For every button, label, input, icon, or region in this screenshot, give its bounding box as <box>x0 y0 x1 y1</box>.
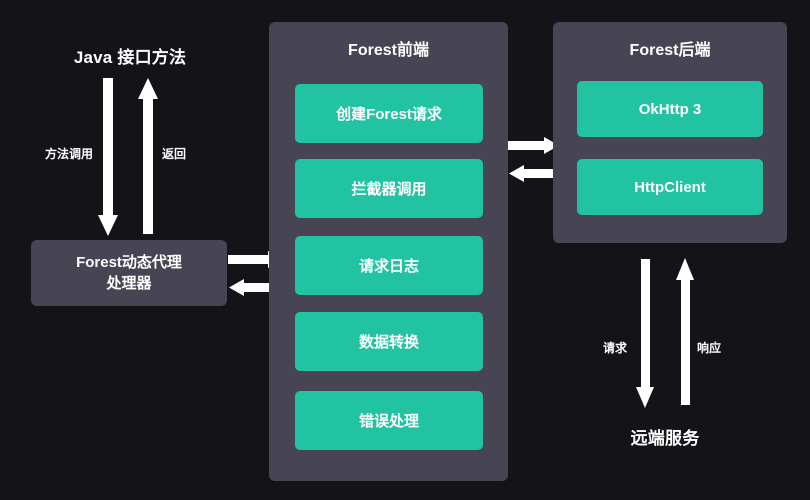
proxy-handler-line2: 处理器 <box>106 275 152 292</box>
node-remote-service: 远端服务 <box>630 429 700 448</box>
edge-label-request: 请求 <box>603 341 628 355</box>
edge-label-method-call: 方法调用 <box>45 147 94 161</box>
frontend-item-create-request[interactable]: 创建Forest请求 <box>295 84 483 143</box>
edge-label-response: 响应 <box>697 341 722 355</box>
node-java-interface: Java 接口方法 <box>73 48 187 67</box>
frontend-item-request-log[interactable]: 请求日志 <box>295 236 483 295</box>
node-proxy-handler[interactable]: Forest动态代理 处理器 <box>31 240 227 306</box>
frontend-item-interceptor[interactable]: 拦截器调用 <box>295 159 483 218</box>
arrow-frontend-to-backend <box>508 137 559 154</box>
frontend-item-error-handling[interactable]: 错误处理 <box>295 391 483 450</box>
panel-forest-frontend-title: Forest前端 <box>348 42 429 59</box>
arrow-request <box>636 259 654 408</box>
backend-item-httpclient[interactable]: HttpClient <box>577 159 763 215</box>
backend-item-okhttp3[interactable]: OkHttp 3 <box>577 81 763 137</box>
edge-label-return: 返回 <box>162 147 187 161</box>
arrow-return <box>138 78 158 234</box>
panel-forest-backend-title: Forest后端 <box>629 42 711 59</box>
arrow-response <box>676 258 694 405</box>
frontend-item-data-transform[interactable]: 数据转换 <box>295 312 483 371</box>
proxy-handler-line1: Forest动态代理 <box>76 254 182 271</box>
arrow-method-call <box>98 78 118 236</box>
